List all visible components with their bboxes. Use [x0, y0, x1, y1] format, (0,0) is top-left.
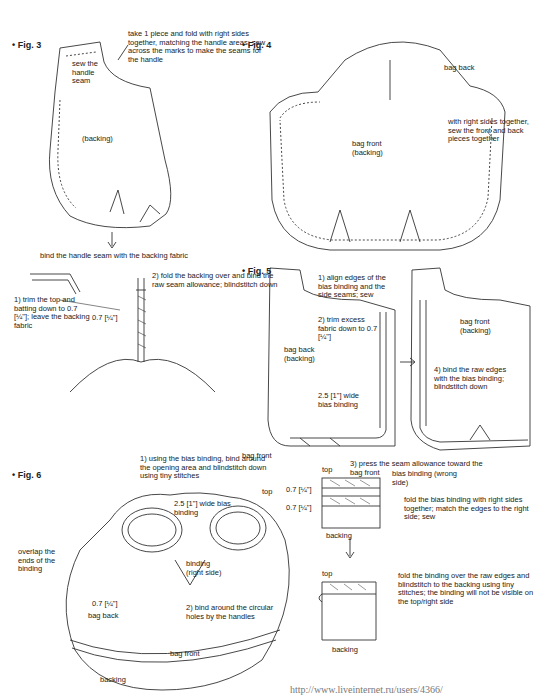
annotation-label: backing — [326, 532, 376, 541]
annotation-label: with right sides together, sew the front… — [448, 118, 540, 144]
bias-binding — [420, 300, 528, 442]
handle-hole — [210, 506, 266, 550]
annotation-label: bag front (backing) — [352, 140, 412, 157]
binding-layer — [319, 594, 376, 602]
inset-piece — [322, 478, 380, 528]
annotation-label: 2) bind around the circular holes by the… — [186, 604, 286, 621]
bias-binding — [290, 312, 386, 438]
annotation-label: 2.5 [1"] wide bias binding — [318, 392, 374, 409]
binding — [216, 512, 260, 544]
annotation-label: bag back (backing) — [284, 346, 334, 363]
annotation-label: bag back — [88, 612, 138, 621]
annotation-label: top — [322, 466, 352, 475]
dart — [470, 425, 490, 440]
annotation-label: bag back — [444, 64, 504, 73]
watermark: http://www.liveinternet.ru/users/4366/ — [290, 684, 540, 696]
annotation-label: 1) using the bias binding, bind around t… — [140, 455, 270, 481]
finished-bag — [66, 493, 289, 690]
annotation-label: binding (right side) — [186, 560, 228, 577]
annotation-label: 4) bind the raw edges with the bias bind… — [434, 366, 520, 392]
quilting — [330, 480, 370, 504]
annotation-label: sew the handle seam — [72, 60, 112, 86]
figure-number: • Fig. 3 — [12, 40, 72, 50]
annotation-label: bias binding (wrong side) — [392, 470, 462, 487]
annotation-label: 2) trim excess fabric down to 0.7 [¼"] — [318, 316, 382, 342]
annotation-label: 0.7 [¼"] — [92, 600, 126, 609]
annotation-label: 1) align edges of the bias binding and t… — [318, 274, 398, 300]
blindstitch — [138, 296, 146, 348]
fabric-piece — [49, 42, 170, 228]
binding — [128, 514, 176, 546]
annotation-label: bind the handle seam with the backing fa… — [40, 252, 210, 261]
annotation-label: bag front — [170, 650, 230, 659]
handle-hole — [122, 508, 182, 552]
annotation-label: bag front (backing) — [460, 318, 520, 335]
annotation-label: (backing) — [82, 135, 142, 144]
annotation-label: 0.7 [¼"] — [92, 314, 126, 323]
dart — [110, 190, 160, 222]
annotation-label: top — [322, 570, 352, 579]
annotation-label: 0.7 [¼"] — [286, 486, 320, 495]
annotation-label: fold the binding over the raw edges and … — [398, 572, 538, 607]
bag-front-piece — [411, 268, 530, 450]
annotation-label: backing — [100, 676, 150, 685]
leader-line — [118, 45, 128, 60]
annotation-label: 0.7 [¼"] — [286, 504, 320, 513]
annotation-label: 2.5 [1"] wide bias binding — [174, 500, 234, 517]
annotation-label: backing — [332, 646, 382, 655]
bag-outline — [270, 42, 505, 250]
figure-number: • Fig. 4 — [242, 40, 302, 50]
binding-fold — [300, 438, 340, 446]
seam-detail — [30, 274, 80, 294]
arrow — [108, 232, 116, 248]
figure-number: • Fig. 6 — [12, 470, 72, 480]
figure-number: • Fig. 5 — [242, 266, 302, 276]
inset-piece — [322, 582, 376, 640]
handle-seam — [136, 278, 146, 362]
arrow — [346, 538, 354, 558]
annotation-label: overlap the ends of the binding — [18, 548, 70, 574]
quilting — [330, 584, 366, 590]
annotation-label: fold the bias binding with right sides t… — [404, 496, 534, 522]
bag-edge — [70, 359, 215, 392]
opening-binding — [70, 630, 280, 662]
binding-layer — [322, 488, 380, 506]
annotation-label: 1) trim the top and batting down to 0.7 … — [14, 296, 94, 331]
dart — [330, 60, 420, 242]
arrow — [400, 358, 415, 366]
